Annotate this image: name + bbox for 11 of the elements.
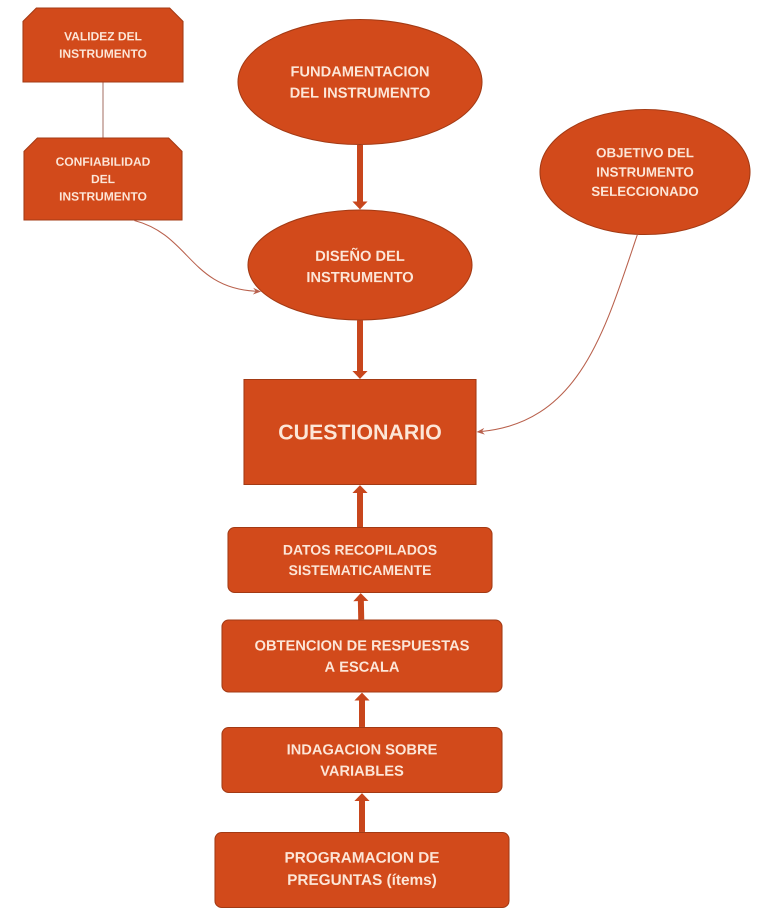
connector-line	[102, 82, 104, 138]
oval-node: DISEÑO DEL INSTRUMENTO	[247, 209, 473, 321]
rounded-box: OBTENCION DE RESPUESTAS A ESCALA	[221, 619, 503, 693]
process-box: CUESTIONARIO	[243, 378, 477, 486]
chamfered-box: CONFIABILIDAD DEL INSTRUMENTO	[23, 137, 183, 221]
oval-node: OBJETIVO DEL INSTRUMENTO SELECCIONADO	[539, 108, 751, 236]
oval-node: FUNDAMENTACION DEL INSTRUMENTO	[237, 18, 483, 146]
chamfered-box: VALIDEZ DEL INSTRUMENTO	[22, 7, 184, 83]
rounded-box: INDAGACION SOBRE VARIABLES	[221, 726, 503, 794]
rounded-box: PROGRAMACION DE PREGUNTAS (ítems)	[214, 832, 510, 908]
rounded-box: DATOS RECOPILADOS SISTEMATICAMENTE	[227, 526, 493, 594]
